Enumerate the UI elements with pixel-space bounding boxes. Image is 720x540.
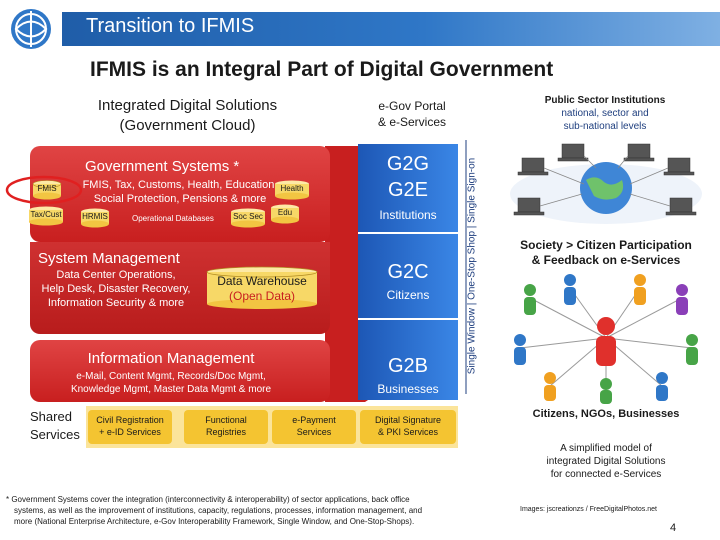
businesses-label: Businesses (377, 382, 439, 396)
data-warehouse-line2: (Open Data) (228, 289, 296, 303)
egov-channels-column (358, 144, 458, 400)
public-sector-heading: Public Sector Institutions (544, 95, 666, 106)
shared-service-line: Civil Registration (96, 415, 164, 425)
system-management-line2: Help Desk, Disaster Recovery, (41, 283, 191, 295)
footnote-line3: more (National Enterprise Architecture, … (14, 517, 415, 526)
society-line1: Society > Citizen Participation (520, 238, 692, 252)
db-socsec: Soc Sec (230, 208, 266, 228)
system-management-title: System Management (38, 250, 180, 267)
model-caption-line3: for connected e-Services (550, 469, 662, 480)
single-window-label: Single Window | One-Stop Shop | Single S… (466, 157, 478, 375)
db-edu-label: Edu (277, 208, 293, 217)
shared-service-epayment: e-Payment Services (272, 410, 356, 444)
shared-service-functional-registries: Functional Registries (184, 410, 268, 444)
db-taxcust-label: Tax/Cust (30, 210, 62, 219)
government-systems-block: Government Systems * FMIS, Tax, Customs,… (5, 146, 330, 242)
shared-service-line: + e-ID Services (99, 427, 161, 437)
information-management-block: Information Management e-Mail, Content M… (30, 340, 330, 402)
shared-services-line2: Services (30, 427, 80, 442)
government-systems-desc-line2: Social Protection, Pensions & more (93, 193, 267, 205)
data-warehouse-label: Data Warehouse (Open Data) (206, 274, 318, 304)
institutions-label: Institutions (379, 208, 437, 222)
channel-divider (358, 232, 458, 234)
db-taxcust: Tax/Cust (28, 206, 64, 226)
information-management-line2: Knowledge Mgmt, Master Data Mgmt & more (70, 384, 272, 395)
integrated-solutions-line2: (Government Cloud) (119, 117, 256, 134)
shared-service-line: e-Payment (292, 415, 336, 425)
data-warehouse-line1: Data Warehouse (217, 274, 307, 288)
header-band (62, 12, 720, 46)
fmis-highlight-circle (5, 175, 83, 205)
information-management-title: Information Management (87, 350, 255, 367)
g2b-label: G2B (387, 355, 429, 377)
society-title: Society > Citizen Participation & Feedba… (496, 238, 716, 268)
system-management-line3: Information Security & more (47, 297, 185, 309)
g2g-label: G2G (386, 153, 430, 175)
model-caption-line1: A simplified model of (560, 443, 652, 454)
db-health: Health (274, 180, 310, 200)
egov-portal-line1: e-Gov Portal (378, 99, 446, 113)
model-caption-line2: integrated Digital Solutions (546, 456, 666, 467)
operational-databases-label: Operational Databases (132, 214, 214, 223)
government-systems-desc: FMIS, Tax, Customs, Health, Education, S… (80, 178, 280, 206)
data-warehouse-cylinder (206, 266, 318, 309)
g2e-label: G2E (387, 179, 429, 201)
system-management-line1: Data Center Operations, (56, 269, 176, 281)
shared-service-line: Functional (205, 415, 247, 425)
db-hrmis: HRMIS (80, 208, 110, 228)
shared-service-line: Digital Signature (374, 415, 442, 425)
footnote: * Government Systems cover the integrati… (6, 494, 506, 527)
single-window-bracket (465, 140, 467, 394)
db-fmis: FMIS (32, 180, 62, 200)
db-health-label: Health (280, 184, 304, 193)
shared-services-label: Shared Services (30, 408, 80, 444)
page-number: 4 (670, 522, 677, 534)
integrated-solutions-line1: Integrated Digital Solutions (97, 97, 278, 114)
db-hrmis-label: HRMIS (82, 212, 108, 221)
db-edu: Edu (270, 204, 300, 224)
integrated-solutions-title: Integrated Digital Solutions (Government… (70, 96, 305, 136)
images-credit: Images: jscreationzs / FreeDigitalPhotos… (520, 506, 657, 513)
system-management-desc: Data Center Operations, Help Desk, Disas… (36, 268, 196, 310)
db-socsec-label: Soc Sec (233, 212, 263, 221)
db-fmis-label: FMIS (37, 184, 57, 193)
shared-service-civil-registration: Civil Registration + e-ID Services (88, 410, 172, 444)
society-line2: & Feedback on e-Services (531, 253, 681, 267)
egov-portal-line2: & e-Services (377, 115, 447, 129)
shared-service-line: & PKI Services (377, 427, 439, 437)
government-systems-title: Government Systems * (85, 158, 240, 175)
public-sector-title: Public Sector Institutions national, sec… (500, 94, 710, 133)
channel-divider (358, 318, 458, 320)
model-caption: A simplified model of integrated Digital… (500, 442, 712, 481)
slide-title: Transition to IFMIS (86, 15, 255, 37)
main-title: IFMIS is an Integral Part of Digital Gov… (90, 58, 554, 81)
footnote-line1: * Government Systems cover the integrati… (6, 495, 410, 504)
people-caption: Citizens, NGOs, Businesses (532, 408, 680, 420)
information-management-desc: e-Mail, Content Mgmt, Records/Doc Mgmt, … (30, 370, 312, 396)
connected-people-image (514, 274, 698, 404)
shared-service-digital-signature: Digital Signature & PKI Services (360, 410, 456, 444)
g2c-label: G2C (387, 261, 429, 283)
government-systems-desc-line1: FMIS, Tax, Customs, Health, Education, (82, 179, 278, 191)
citizens-label: Citizens (386, 288, 430, 302)
egov-portal-title: e-Gov Portal & e-Services (362, 98, 462, 130)
connected-laptops-globe-image (510, 143, 702, 224)
public-sector-sub-line2: sub-national levels (563, 121, 647, 132)
shared-service-line: Services (296, 427, 332, 437)
public-sector-sub-line1: national, sector and (561, 108, 649, 119)
shared-service-line: Registries (205, 427, 246, 437)
world-bank-logo-icon (8, 6, 54, 52)
shared-services-line1: Shared (30, 409, 72, 424)
footnote-line2: systems, as well as the improvement of i… (14, 506, 423, 515)
information-management-line1: e-Mail, Content Mgmt, Records/Doc Mgmt, (76, 371, 266, 382)
